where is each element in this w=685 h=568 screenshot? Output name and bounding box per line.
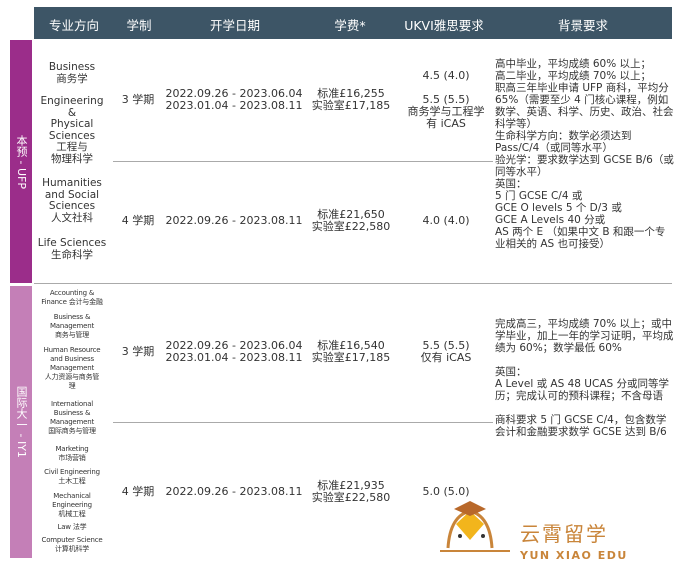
program-name: Humanities and Social Sciences 人文社科 <box>42 177 102 224</box>
header-dates: 开学日期 <box>209 18 261 33</box>
watermark-underline <box>440 550 510 552</box>
program-name: Accounting & Finance 会计与金融 <box>41 289 103 306</box>
program-name: Life Sciences 生命科学 <box>37 237 107 261</box>
program-name: Engineering & Physical Sciences 工程与 物理科学 <box>40 95 104 165</box>
program-name: Business 商务学 <box>48 61 96 85</box>
header-ielts: UKVI雅思要求 <box>404 18 484 33</box>
watermark-logo-icon <box>446 501 494 549</box>
watermark-cn: 云霄留学 <box>520 522 608 546</box>
program-name: Computer Science 计算机科学 <box>41 536 103 553</box>
program-name: Law 法学 <box>57 523 87 531</box>
ielts-cell: 4.0 (4.0) <box>422 214 470 227</box>
background-requirements: 高中毕业，平均成绩 60% 以上； 高二毕业，平均成绩 70% 以上； 职高三年… <box>495 58 674 250</box>
program-name: Business & Management 商务与管理 <box>49 313 95 339</box>
program-name: Civil Engineering 土木工程 <box>44 468 100 485</box>
duration-cell: 3 学期 <box>121 93 155 106</box>
ielts-cell: 5.0 (5.0) <box>422 485 470 498</box>
header-program: 专业方向 <box>48 18 100 33</box>
program-name: International Business & Management 国际商务… <box>48 400 96 435</box>
dates-cell: 2022.09.26 - 2023.08.11 <box>165 485 303 498</box>
dates-cell: 2022.09.26 - 2023.06.04 2023.01.04 - 202… <box>165 87 303 112</box>
dates-cell: 2022.09.26 - 2023.06.04 2023.01.04 - 202… <box>165 339 303 364</box>
header-duration: 学制 <box>126 18 152 33</box>
row-divider <box>113 422 493 423</box>
background-requirements: 完成高三，平均成绩 70% 以上；或中学毕业，加上一年的学习证明，平均成绩为 6… <box>495 318 674 438</box>
fee-cell: 标准£21,650 实验室£22,580 <box>311 208 391 233</box>
program-name: Human Resource and Business Management 人… <box>43 346 101 390</box>
header-background: 背景要求 <box>557 18 609 33</box>
ielts-cell: 5.5 (5.5) 仅有 iCAS <box>420 339 472 364</box>
group-label-text: 本预 - UFP <box>15 134 28 189</box>
group-label-ufp: 本预 - UFP <box>10 40 32 283</box>
group-divider <box>34 283 672 284</box>
program-name: Mechanical Engineering 机械工程 <box>52 492 92 518</box>
duration-cell: 3 学期 <box>121 345 155 358</box>
fee-cell: 标准£16,255 实验室£17,185 <box>311 87 391 112</box>
fee-cell: 标准£21,935 实验室£22,580 <box>311 479 391 504</box>
duration-cell: 4 学期 <box>121 485 155 498</box>
ielts-cell: 4.5 (4.0) 5.5 (5.5) 商务学与工程学 有 iCAS <box>407 69 485 130</box>
watermark-en: YUN XIAO EDU <box>520 549 628 562</box>
header-fee: 学费* <box>334 18 366 33</box>
row-divider <box>113 161 493 162</box>
group-label-iy1: 国际大一 - IY1 <box>10 286 32 558</box>
dates-cell: 2022.09.26 - 2023.08.11 <box>165 214 303 227</box>
table-header: 专业方向 学制 开学日期 学费* UKVI雅思要求 背景要求 <box>34 7 672 39</box>
program-name: Marketing 市场营销 <box>55 445 89 462</box>
fee-cell: 标准£16,540 实验室£17,185 <box>311 339 391 364</box>
duration-cell: 4 学期 <box>121 214 155 227</box>
group-label-text: 国际大一 - IY1 <box>15 386 28 458</box>
